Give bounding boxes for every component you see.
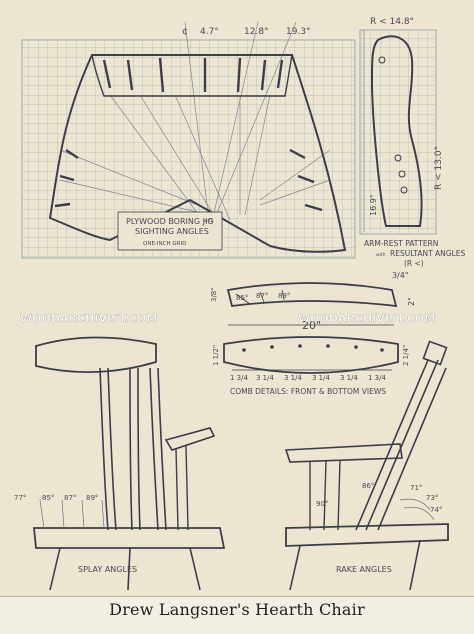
watermark-right: WOODARCHIVIST.COM: [298, 312, 435, 325]
comb-thickness: 2": [407, 297, 416, 306]
comb-spacing-2: 3 1/4: [256, 374, 274, 382]
comb-details: 85° 87° 89° 3/8" 3/4" 2" 20" 1 1/2" 2 1/…: [210, 271, 416, 396]
comb-spacing-1: 1 3/4: [230, 374, 248, 382]
splay-angles-view: 77° 85° 87° 89° SPLAY ANGLES: [14, 336, 226, 591]
jig-angle-1: 4.7°: [200, 27, 219, 37]
boring-jig: PLYWOOD BORING JIG with SIGHTING ANGLES …: [21, 21, 356, 259]
comb-spacing-5: 3 1/4: [340, 374, 358, 382]
rake-angle-2: 86°: [362, 482, 374, 490]
rake-angle-1: 90°: [316, 500, 328, 508]
comb-depth-top: 3/4": [392, 271, 409, 280]
jig-title-with: with: [204, 218, 214, 224]
rake-angle-5: 74°: [430, 506, 442, 514]
jig-title-line1: PLYWOOD BORING JIG: [126, 217, 214, 226]
armrest-pattern: R < 14.8° R < 13.0° 16.9° ARM-REST PATTE…: [359, 17, 466, 268]
drawing-caption: Drew Langsner's Hearth Chair: [109, 600, 365, 619]
jig-angle-3: 19.3°: [286, 27, 311, 37]
rake-angle-4: 73°: [426, 494, 438, 502]
comb-spacing-6: 1 3/4: [368, 374, 386, 382]
splay-label: SPLAY ANGLES: [78, 565, 137, 574]
armrest-radius-side: R < 13.0°: [434, 146, 444, 190]
comb-spacing-3: 3 1/4: [284, 374, 302, 382]
armrest-angle-side: 16.9°: [369, 194, 378, 216]
watermark-left: WOODARCHIVIST.COM: [20, 312, 157, 325]
armrest-label-line3: (R <): [404, 259, 424, 268]
splay-angle-4: 89°: [86, 494, 98, 502]
splay-angle-3: 87°: [64, 494, 76, 502]
jig-title-line2: SIGHTING ANGLES: [135, 227, 209, 236]
hearth-chair-drawing: PLYWOOD BORING JIG with SIGHTING ANGLES …: [14, 17, 466, 591]
comb-end-left: 1 1/2": [212, 345, 220, 366]
comb-height-left: 3/8": [210, 288, 218, 303]
jig-seat-outline: [48, 54, 347, 253]
comb-spacing-4: 3 1/4: [312, 374, 330, 382]
comb-angle-1: 85°: [236, 294, 248, 302]
splay-angle-2: 85°: [42, 494, 54, 502]
comb-angle-3: 89°: [278, 292, 290, 300]
armrest-label-with: with: [376, 252, 386, 258]
jig-center-mark: ¢: [182, 27, 188, 37]
comb-label: COMB DETAILS: FRONT & BOTTOM VIEWS: [230, 387, 386, 396]
rake-label: RAKE ANGLES: [336, 565, 392, 574]
armrest-outline: [370, 35, 423, 227]
comb-end-right: 2 1/4": [402, 345, 410, 366]
rake-angle-3: 71°: [410, 484, 422, 492]
armrest-label-line1: ARM-REST PATTERN: [364, 239, 438, 248]
splay-angle-1: 77°: [14, 494, 26, 502]
comb-angle-2: 87°: [256, 292, 268, 300]
jig-title-line3: ONE-INCH GRID: [143, 241, 186, 247]
jig-angle-2: 12.8°: [244, 27, 269, 37]
armrest-radius-top: R < 14.8°: [370, 17, 414, 27]
caption-bar: [0, 596, 474, 634]
armrest-label-line2: RESULTANT ANGLES: [390, 249, 466, 258]
rake-angles-view: 90° 86° 71° 73° 74° RAKE ANGLES: [284, 340, 449, 591]
comb-length: 20": [302, 319, 321, 332]
